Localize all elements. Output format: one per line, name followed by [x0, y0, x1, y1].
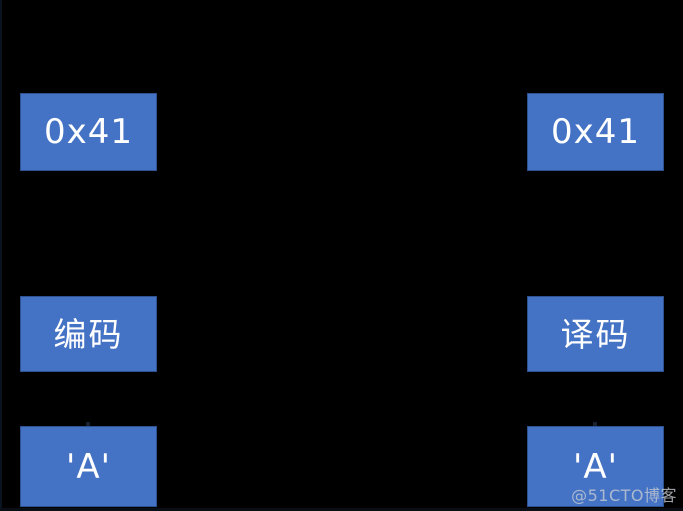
- node-right-char[interactable]: 'A': [527, 426, 664, 507]
- node-left-char[interactable]: 'A': [20, 426, 157, 507]
- node-left-encode-label: 编码: [53, 314, 124, 354]
- connector-right-decode-to-char: [593, 422, 597, 427]
- node-right-char-label: 'A': [573, 446, 618, 487]
- node-left-encode[interactable]: 编码: [20, 296, 157, 372]
- canvas-bottom-edge: [0, 508, 683, 511]
- connector-left-encode-to-char: [86, 422, 90, 427]
- node-right-decode-label: 译码: [560, 314, 631, 354]
- node-right-hex[interactable]: 0x41: [527, 93, 664, 171]
- node-left-char-label: 'A': [66, 446, 111, 487]
- watermark: @51CTO博客: [571, 486, 677, 505]
- node-left-hex[interactable]: 0x41: [20, 93, 157, 171]
- node-right-decode[interactable]: 译码: [527, 296, 664, 372]
- canvas-left-edge: [0, 0, 2, 511]
- node-left-hex-label: 0x41: [43, 112, 134, 152]
- node-right-hex-label: 0x41: [550, 112, 641, 152]
